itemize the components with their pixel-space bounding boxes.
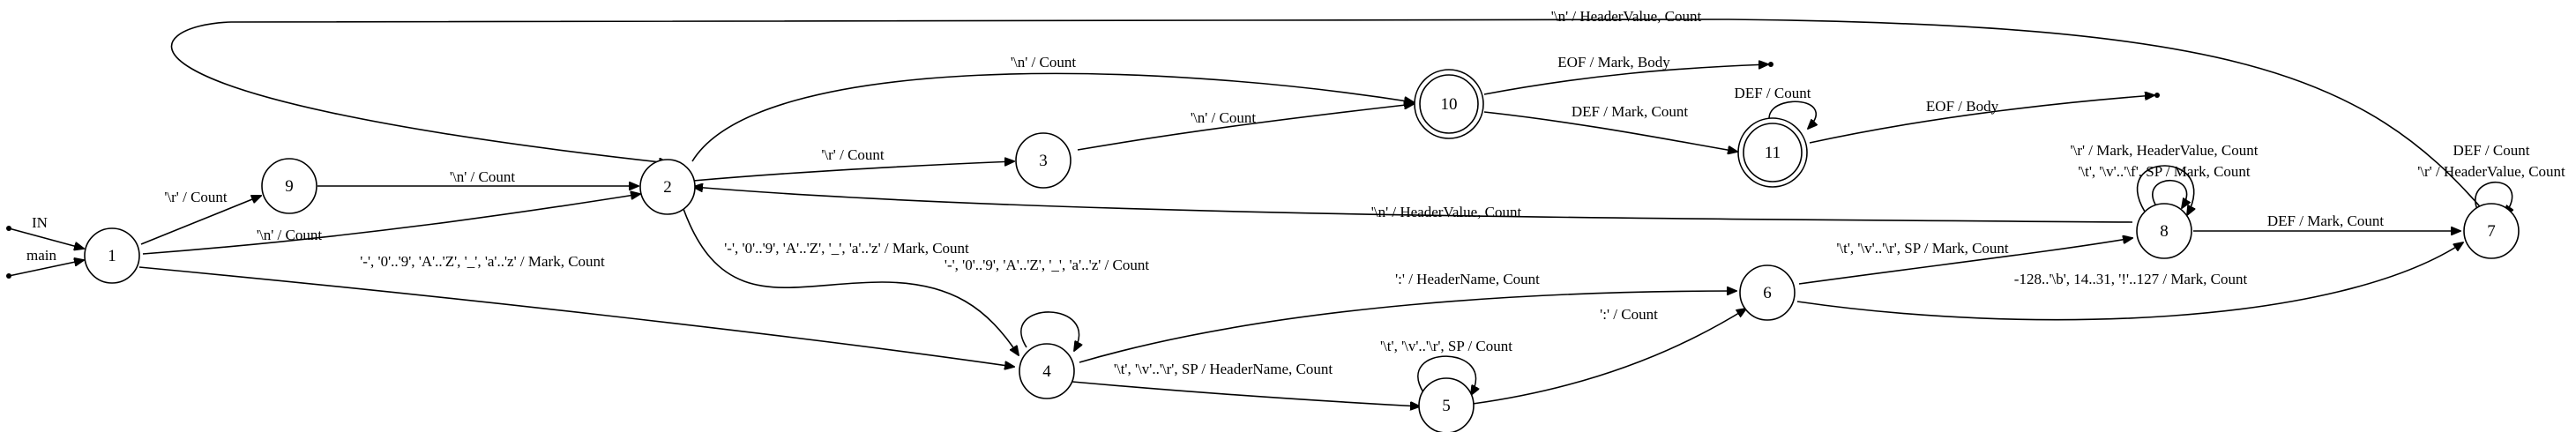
edge-label-11-eof: EOF / Body: [1926, 98, 1999, 115]
edge-label-8-2: '\n' / HeaderValue, Count: [1371, 204, 1522, 220]
edge-label-2-4: '-', '0'..'9', 'A'..'Z', '_', 'a'..'z' /…: [724, 240, 969, 257]
edge-label-4-6: ':' / HeaderName, Count: [1395, 271, 1540, 287]
edge-1-to-4: [138, 266, 1014, 367]
endpoints: [6, 62, 2160, 279]
edge-label-4-5: '\t', '\v'..'\r', SP / HeaderName, Count: [1114, 361, 1333, 377]
edge-label-6-7: -128..'\b', 14..31, '!'..127 / Mark, Cou…: [2014, 271, 2248, 287]
edge-8-to-2: [693, 187, 2133, 223]
edge-6-to-8: [1798, 238, 2132, 285]
edge-4-to-6: [1079, 291, 1736, 363]
edge-label-5-6: ':' / Count: [1600, 306, 1658, 323]
node-2: 2: [639, 159, 696, 215]
edge-label-4-self: '-', '0'..'9', 'A'..'Z', '_', 'a'..'z' /…: [945, 257, 1149, 273]
edge-label-1-9: '\r' / Count: [164, 189, 228, 205]
node-9: 9: [261, 158, 317, 214]
edges: [8, 17, 2513, 406]
node-6: 6: [1739, 264, 1796, 321]
edge-6-to-7: [1796, 242, 2463, 321]
edge-4-to-5: [1071, 381, 1420, 406]
nodes: 1 9 2 3 10 11 4 5: [84, 69, 2520, 432]
edge-7-self: [2475, 181, 2513, 215]
edge-4-self: [1020, 311, 1079, 351]
node-1: 1: [84, 227, 140, 284]
node-5: 5: [1418, 377, 1475, 432]
edge-label-1-4: '-', '0'..'9', 'A'..'Z', '_', 'a'..'z' /…: [360, 253, 605, 270]
edge-start-main: [8, 260, 84, 277]
edge-8-self-2: [2152, 180, 2187, 208]
node-8: 8: [2136, 203, 2192, 259]
edge-label-5-self: '\t', '\v'..'\r', SP / Count: [1380, 338, 1512, 354]
node-11: 11: [1737, 117, 1808, 188]
edge-label-2-10: '\n' / Count: [1011, 54, 1076, 71]
edge-2-to-3: [692, 161, 1014, 182]
edge-5-self: [1417, 355, 1476, 395]
edge-2-to-10: [691, 72, 1414, 162]
node-7-label: 7: [2487, 222, 2496, 241]
start-label-in: IN: [32, 214, 48, 231]
eof-point-11: [2154, 93, 2160, 98]
edge-2-to-4: [683, 208, 1019, 355]
edge-label-7-self-1: DEF / Count: [2453, 142, 2530, 159]
edge-label-8-self-1: '\r' / Mark, HeaderValue, Count: [2071, 142, 2259, 159]
node-11-label: 11: [1765, 144, 1781, 162]
node-9-label: 9: [285, 177, 294, 196]
node-6-label: 6: [1763, 284, 1772, 302]
node-3: 3: [1015, 132, 1071, 189]
edge-8-self-1: [2136, 165, 2194, 215]
edge-10-to-11: [1483, 111, 1737, 152]
edge-label-8-self-2: '\t', '\v'..'\f', SP / Mark, Count: [2078, 163, 2251, 180]
edge-label-7-self-2: '\r' / HeaderValue, Count: [2417, 163, 2565, 180]
start-point-in: [6, 226, 11, 231]
node-4: 4: [1019, 343, 1075, 399]
edge-labels: IN main '\n' / HeaderValue, Count '\n' /…: [26, 8, 2565, 377]
edge-5-to-6: [1472, 309, 1746, 405]
edge-1-to-2: [142, 194, 640, 255]
node-3-label: 3: [1039, 152, 1048, 170]
edge-label-1-2: '\n' / Count: [257, 227, 322, 243]
node-5-label: 5: [1442, 397, 1451, 415]
edge-label-10-11: DEF / Mark, Count: [1572, 103, 1689, 120]
edge-11-self: [1768, 101, 1816, 129]
node-10-label: 10: [1441, 95, 1458, 114]
eof-point-10: [1768, 62, 1773, 67]
edge-10-to-eof: [1483, 64, 1768, 95]
node-8-label: 8: [2160, 222, 2169, 241]
edge-label-7-2: '\n' / HeaderValue, Count: [1551, 8, 1702, 25]
edge-label-8-7: DEF / Mark, Count: [2267, 212, 2385, 229]
edge-3-to-10: [1077, 104, 1414, 151]
node-1-label: 1: [108, 247, 116, 265]
start-point-main: [6, 273, 11, 279]
node-2-label: 2: [663, 178, 672, 197]
start-label-main: main: [26, 247, 56, 264]
edge-label-3-10: '\n' / Count: [1191, 109, 1256, 126]
node-4-label: 4: [1042, 362, 1051, 381]
edge-label-11-self: DEF / Count: [1735, 85, 1811, 101]
edge-1-to-9: [140, 196, 261, 245]
node-7: 7: [2463, 203, 2520, 259]
edge-11-to-eof: [1809, 95, 2154, 144]
node-10: 10: [1414, 69, 1484, 139]
edge-label-2-3: '\r' / Count: [821, 146, 885, 163]
edge-label-9-2: '\n' / Count: [450, 168, 515, 185]
edge-label-10-eof: EOF / Mark, Body: [1557, 54, 1670, 71]
edge-start-in: [8, 227, 84, 249]
edge-label-6-8: '\t', '\v'..'\r', SP / Mark, Count: [1836, 240, 2009, 257]
